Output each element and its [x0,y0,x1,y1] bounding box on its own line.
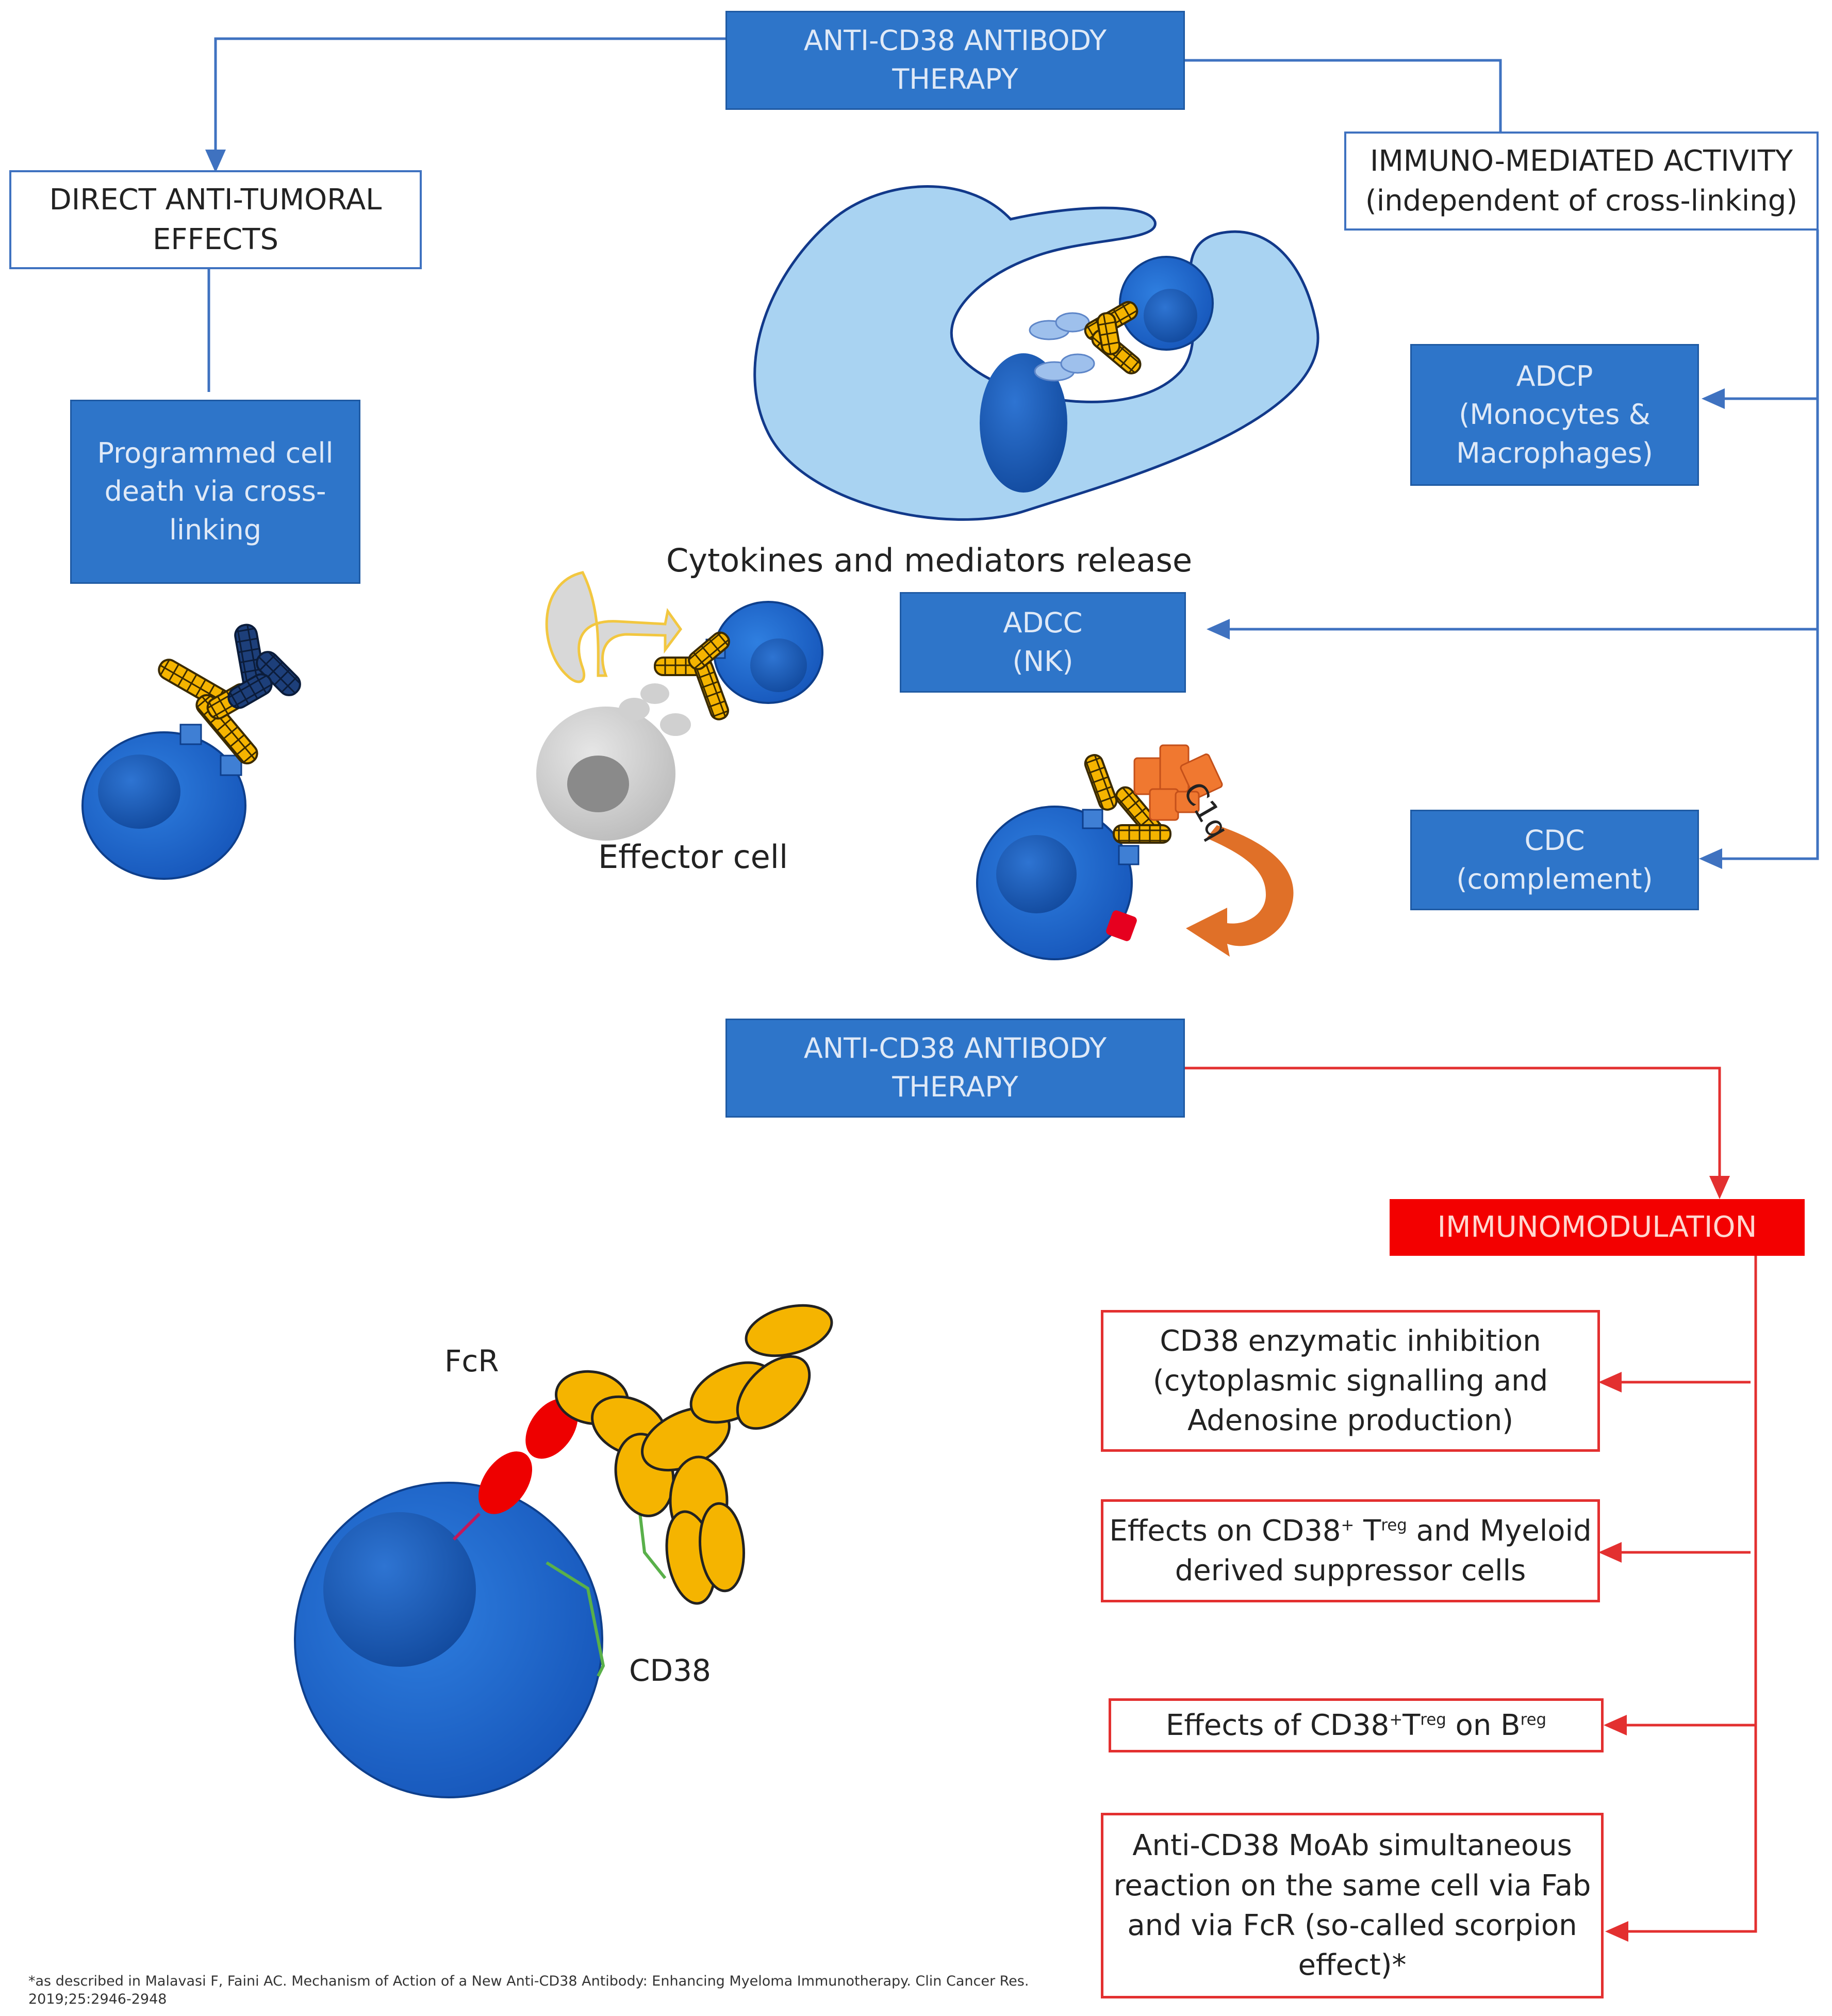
effect-scorpion-box: Anti-CD38 MoAb simultaneous reaction on … [1101,1813,1604,1998]
effect2-text-c: and Myeloid [1407,1514,1592,1548]
adcc-box: ADCC (NK) [900,592,1186,693]
bottom-connectors [1185,1067,1757,1942]
effect2-line1: Effects on CD38+ Treg and Myeloid [1109,1511,1591,1551]
effect3-text-a: Effects of CD38 [1165,1708,1390,1742]
effect3-line1: Effects of CD38+Treg on Breg [1166,1706,1546,1745]
adcc-line1: ADCC [1003,606,1083,639]
effect4-line2: reaction on the same cell via Fab [1113,1869,1591,1903]
therapy-title-bottom-line1: ANTI-CD38 ANTIBODY [803,1032,1107,1065]
effect2-sup2: reg [1381,1516,1407,1535]
fcr-label: FcR [444,1343,499,1379]
effect3-text-b: T [1402,1708,1421,1742]
effect2-text-a: Effects on CD38 [1109,1514,1341,1548]
effect3-text-c: on B [1446,1708,1521,1742]
cd38-label: CD38 [629,1653,711,1688]
effect4-line3: and via FcR (so-called scorpion [1127,1909,1577,1942]
immuno-mediated-box: IMMUNO-MEDIATED ACTIVITY (independent of… [1344,132,1819,231]
adcp-line2: (Monocytes & [1459,398,1651,431]
therapy-title-bottom: ANTI-CD38 ANTIBODY THERAPY [725,1019,1185,1118]
direct-effects-box: DIRECT ANTI-TUMORAL EFFECTS [9,170,422,269]
effect-treg-myeloid-box: Effects on CD38+ Treg and Myeloid derive… [1101,1499,1600,1602]
immunomodulation-label: IMMUNOMODULATION [1437,1210,1757,1244]
effect4-line1: Anti-CD38 MoAb simultaneous [1132,1829,1572,1863]
footnote: *as described in Malavasi F, Faini AC. M… [28,1973,1029,2008]
adcc-line2: (NK) [1012,645,1074,678]
cdc-box: CDC (complement) [1410,810,1699,910]
cdc-line2: (complement) [1456,862,1653,895]
pcd-line2: death via cross- [104,475,326,508]
therapy-title-top-line1: ANTI-CD38 ANTIBODY [803,24,1107,57]
complement-cdc [976,744,1294,960]
effector-cell-label: Effector cell [598,838,788,876]
cytokines-label: Cytokines and mediators release [666,542,1193,579]
therapy-title-top: ANTI-CD38 ANTIBODY THERAPY [725,11,1185,110]
effect1-line2: (cytoplasmic signalling and [1152,1364,1548,1398]
direct-effects-line2: EFFECTS [152,223,279,256]
scorpion-effect-cell [294,1304,833,1798]
effect3-sup1: + [1389,1710,1403,1729]
pcd-line1: Programmed cell [97,436,334,469]
top-connectors [205,37,1819,869]
pcd-line3: linking [169,513,261,546]
effect2-line2: derived suppressor cells [1175,1554,1526,1587]
effect3-sup2: reg [1420,1710,1446,1729]
effect2-text-b: T [1354,1514,1381,1548]
effect1-line3: Adenosine production) [1187,1404,1514,1438]
immuno-line2: (independent of cross-linking) [1365,184,1798,218]
effect1-line1: CD38 enzymatic inhibition [1160,1324,1541,1358]
adcp-line3: Macrophages) [1456,436,1653,469]
effect2-sup1: + [1341,1516,1355,1535]
effector-cell-adcc [536,571,823,841]
cdc-line1: CDC [1524,824,1585,857]
effect-enzymatic-inhibition-box: CD38 enzymatic inhibition (cytoplasmic s… [1101,1310,1600,1452]
immuno-line1: IMMUNO-MEDIATED ACTIVITY [1369,144,1793,178]
effect3-sup3: reg [1520,1710,1547,1729]
therapy-title-top-line2: THERAPY [892,63,1018,95]
therapy-title-bottom-line2: THERAPY [892,1071,1018,1103]
programmed-cell-death-box: Programmed cell death via cross- linking [70,400,360,584]
target-cell-crosslinked [81,624,301,880]
effect-treg-breg-box: Effects of CD38+Treg on Breg [1109,1698,1604,1752]
effect4-line4: effect)* [1298,1948,1407,1982]
immunomodulation-box: IMMUNOMODULATION [1390,1199,1805,1256]
macrophage-adcp [753,185,1319,521]
adcp-line1: ADCP [1516,359,1593,392]
adcp-box: ADCP (Monocytes & Macrophages) [1410,344,1699,486]
direct-effects-line1: DIRECT ANTI-TUMORAL [49,183,382,217]
